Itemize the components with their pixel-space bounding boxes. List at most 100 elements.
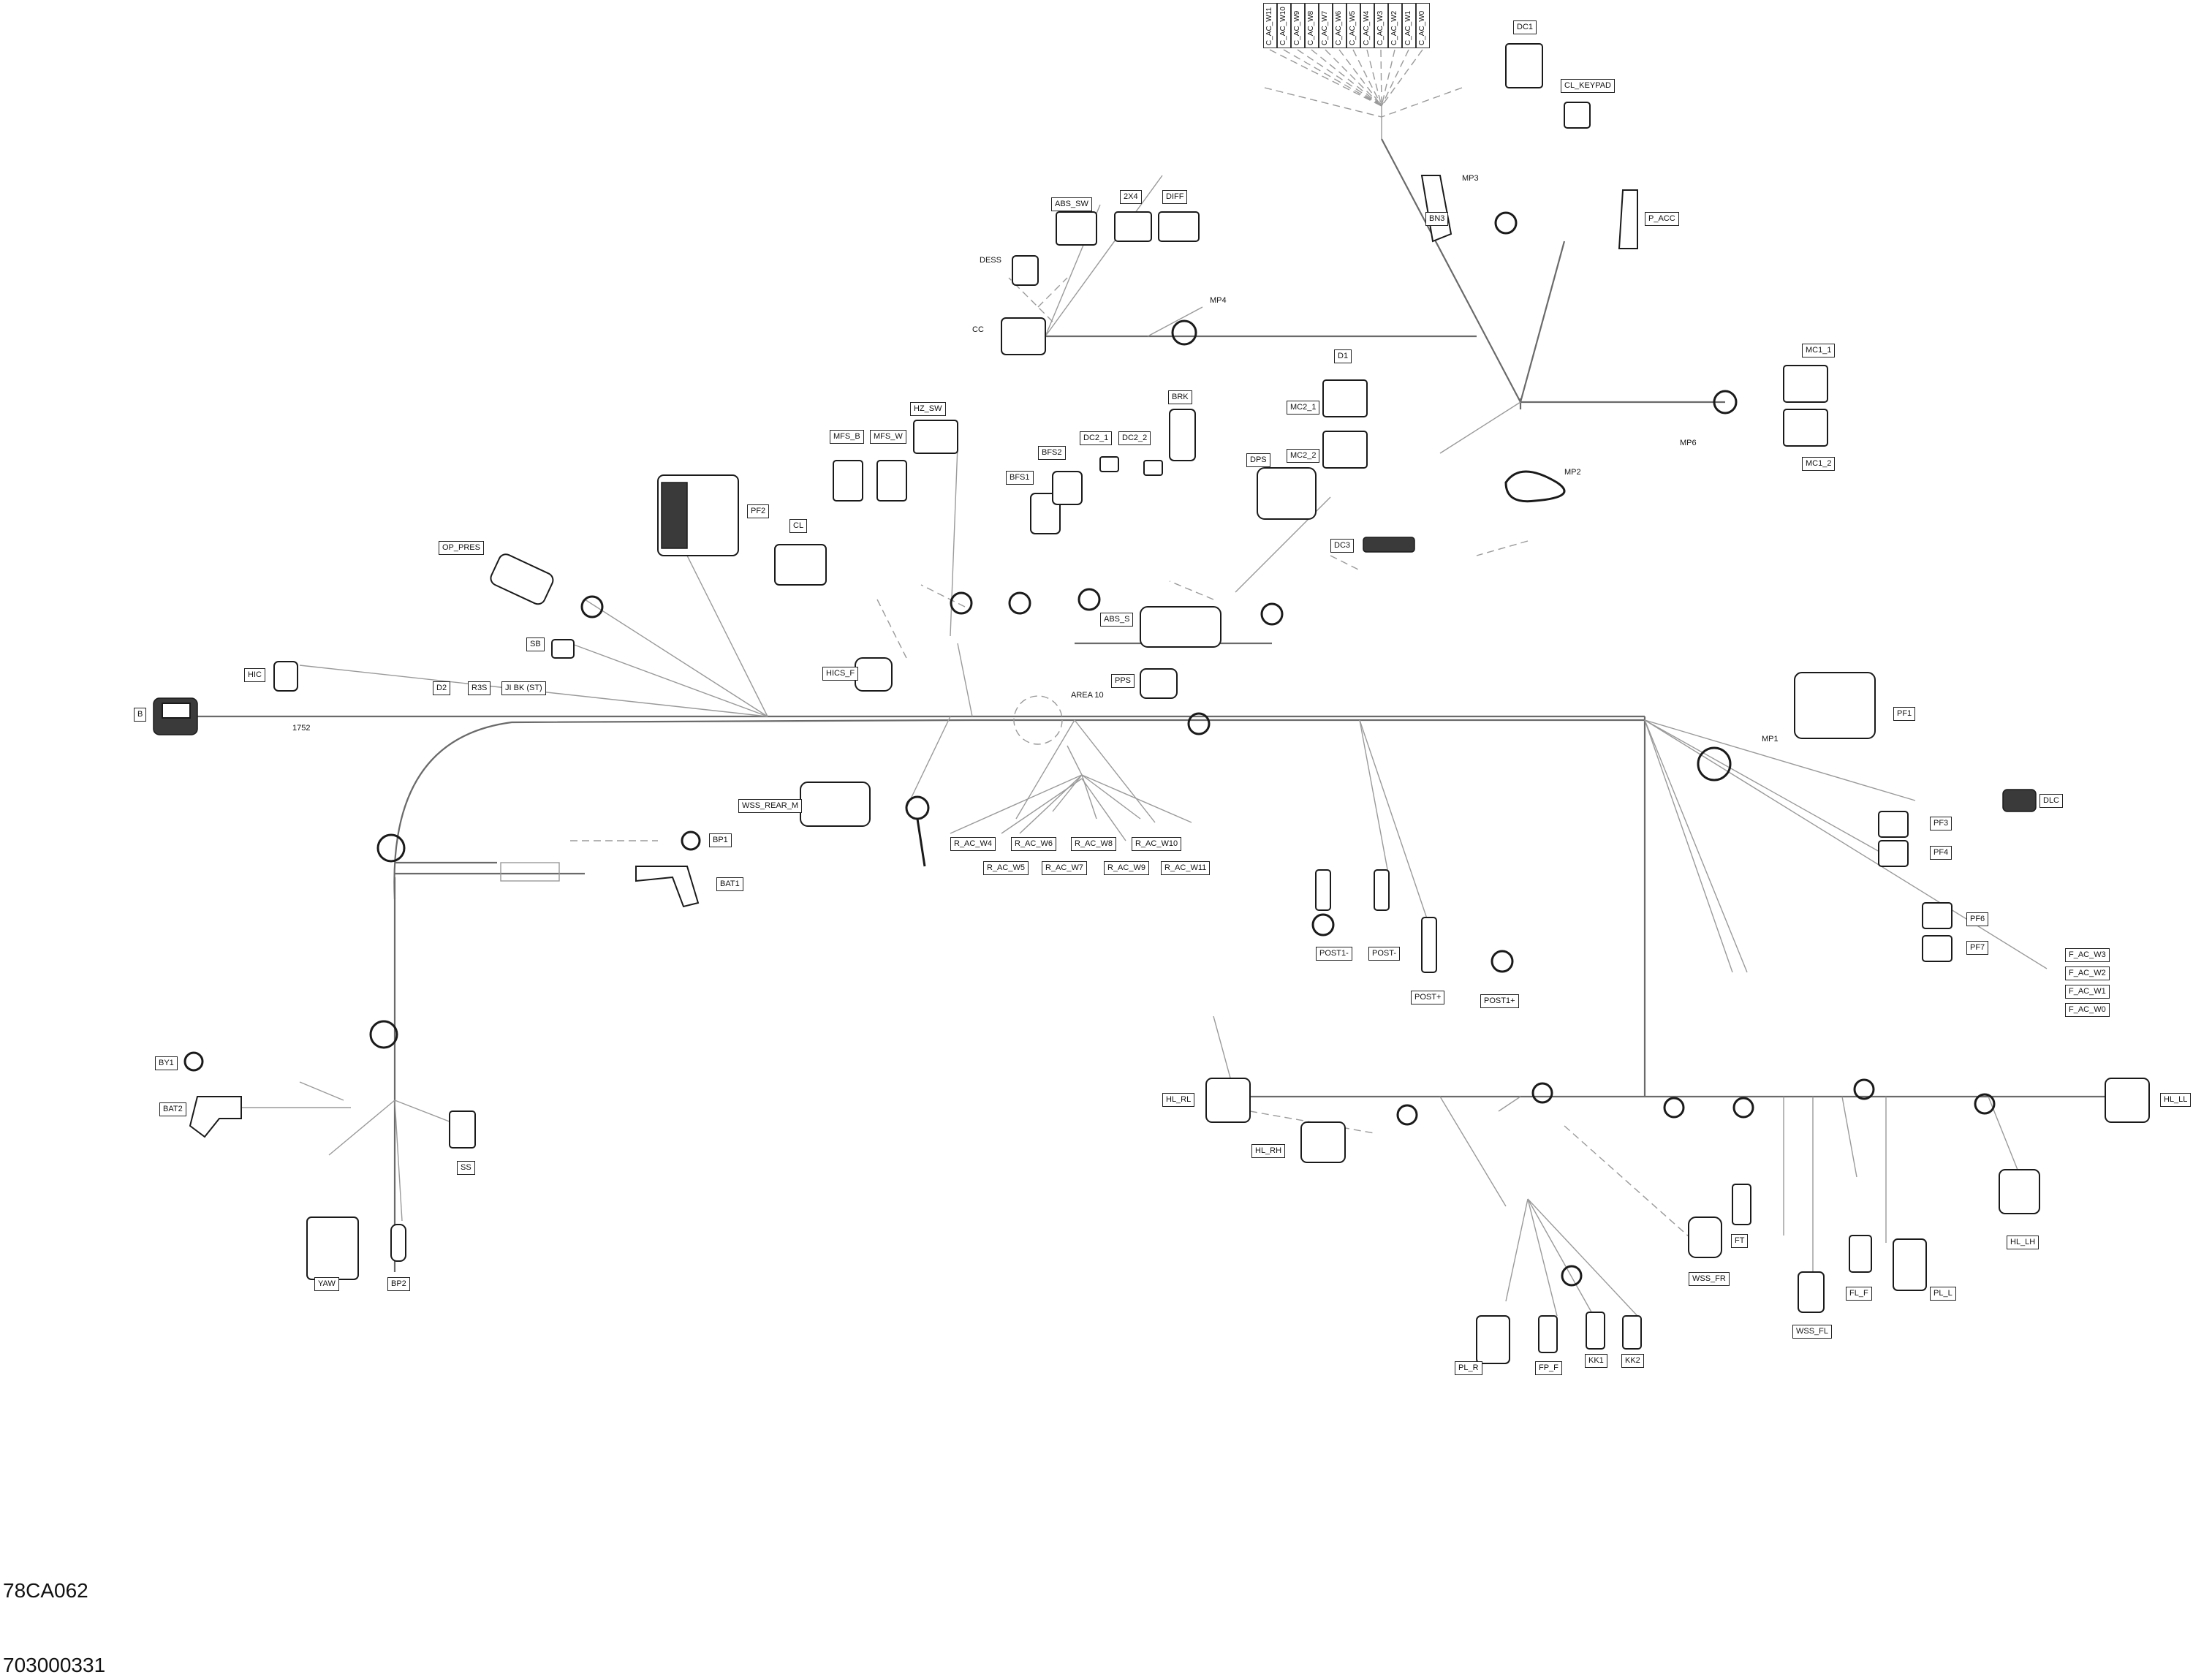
component-dlc xyxy=(2002,789,2037,812)
top-wire-label: C_AC_W9 xyxy=(1291,3,1305,48)
label-dc3: DC3 xyxy=(1330,539,1355,553)
label-d1: D1 xyxy=(1334,349,1352,363)
component-headlights xyxy=(1205,1078,2150,1214)
label-hl-rh: HL_RH xyxy=(1251,1144,1286,1158)
component-b xyxy=(153,697,198,735)
label-f-ac-w2: F_AC_W2 xyxy=(2065,966,2110,980)
label-mc1-1: MC1_1 xyxy=(1802,344,1836,357)
clips-front-trunk xyxy=(1396,1078,1996,1287)
label-f-ac-w3: F_AC_W3 xyxy=(2065,948,2110,962)
label-fp-f: FP_F xyxy=(1535,1361,1562,1375)
label-mc2-1: MC2_1 xyxy=(1287,401,1320,415)
label-mc2-2: MC2_2 xyxy=(1287,449,1320,463)
label-r-ac-w5: R_AC_W5 xyxy=(983,861,1029,875)
label-mp4: MP4 xyxy=(1210,296,1227,305)
component-dc3 xyxy=(1363,537,1415,553)
label-pf7: PF7 xyxy=(1966,941,1989,955)
label-op-pres: OP_PRES xyxy=(439,541,484,555)
component-bn3 xyxy=(1420,175,1452,243)
component-mp2 xyxy=(1504,470,1566,503)
top-label-leader xyxy=(1311,49,1382,107)
top-wire-label: C_AC_W4 xyxy=(1360,3,1374,48)
component-mfs-w xyxy=(876,460,907,502)
label-d2: D2 xyxy=(433,681,451,695)
label-2x4: 2X4 xyxy=(1120,190,1142,204)
leader-lines xyxy=(570,87,1697,1244)
label-pf1: PF1 xyxy=(1893,707,1916,721)
branch-wires xyxy=(241,102,2048,1317)
component-pps xyxy=(1140,668,1211,735)
component-bat2 xyxy=(189,1096,242,1138)
label-mp2: MP2 xyxy=(1564,468,1581,477)
label-ji-bk: JI BK (ST) xyxy=(501,681,546,695)
component-bp2 xyxy=(390,1224,406,1262)
label-cl: CL xyxy=(789,519,808,533)
label-dlc: DLC xyxy=(2039,794,2064,808)
top-label-leader xyxy=(1269,49,1382,107)
top-label-leader xyxy=(1338,49,1382,107)
label-bp1: BP1 xyxy=(709,833,732,847)
figure-id-top: 78CA062 xyxy=(3,1579,88,1602)
label-hl-ll: HL_LL xyxy=(2160,1093,2192,1107)
label-post1-minus: POST1- xyxy=(1316,947,1352,961)
component-pf3-pf4 xyxy=(1878,811,1909,867)
label-hl-rl: HL_RL xyxy=(1162,1093,1195,1107)
label-cl-keypad: CL_KEYPAD xyxy=(1561,79,1615,93)
label-pl-r: PL_R xyxy=(1455,1361,1482,1375)
component-wss-front xyxy=(1688,1217,1825,1313)
component-cl-keypad xyxy=(1494,102,1591,235)
top-label-leader xyxy=(1352,49,1382,107)
component-2x4 xyxy=(1114,211,1152,242)
label-r-ac-w6: R_AC_W6 xyxy=(1011,837,1056,851)
label-b: B xyxy=(134,708,147,722)
component-pf1 xyxy=(1697,672,1876,782)
label-by1: BY1 xyxy=(155,1056,178,1070)
component-pf6-pf7 xyxy=(1922,902,1953,962)
label-mp3: MP3 xyxy=(1462,174,1479,183)
label-f-ac-w0: F_AC_W0 xyxy=(2065,1003,2110,1017)
label-hz-sw: HZ_SW xyxy=(910,402,946,416)
label-area10: AREA 10 xyxy=(1071,691,1104,700)
label-p-acc: P_ACC xyxy=(1645,212,1679,226)
component-area10 xyxy=(1013,695,1063,745)
top-label-leader xyxy=(1283,49,1382,107)
label-pf4: PF4 xyxy=(1930,846,1953,860)
label-kk2: KK2 xyxy=(1621,1354,1644,1368)
top-label-leader xyxy=(1297,49,1382,107)
label-sb: SB xyxy=(526,637,545,651)
component-cc xyxy=(1001,317,1197,355)
label-diff: DIFF xyxy=(1162,190,1188,204)
label-pf3: PF3 xyxy=(1930,817,1953,830)
top-wire-label: C_AC_W3 xyxy=(1374,3,1388,48)
label-dc2-2: DC2_2 xyxy=(1118,431,1151,445)
label-dc2-1: DC2_1 xyxy=(1080,431,1113,445)
label-pf6: PF6 xyxy=(1966,912,1989,926)
label-ss: SS xyxy=(457,1161,475,1175)
label-post-plus: POST+ xyxy=(1411,991,1445,1004)
label-f-ac-w1: F_AC_W1 xyxy=(2065,985,2110,999)
component-wss-rear-m xyxy=(800,782,930,867)
label-mc1-2: MC1_2 xyxy=(1802,457,1836,471)
figure-id-bottom: 703000331 xyxy=(3,1654,106,1676)
label-dess: DESS xyxy=(980,256,1001,265)
label-r-ac-w8: R_AC_W8 xyxy=(1071,837,1116,851)
label-mp6: MP6 xyxy=(1680,439,1697,447)
component-hics-f xyxy=(855,657,893,692)
label-bn3: BN3 xyxy=(1425,212,1449,226)
component-diff xyxy=(1158,211,1200,242)
component-abs-sw xyxy=(1056,211,1097,246)
component-posts xyxy=(1311,869,1514,973)
component-bfs2 xyxy=(1052,471,1083,505)
component-front-misc xyxy=(1476,1184,1927,1364)
label-r-ac-w10: R_AC_W10 xyxy=(1132,837,1182,851)
top-label-leader xyxy=(1381,49,1395,107)
top-label-leader xyxy=(1325,49,1382,107)
label-post1-plus: POST1+ xyxy=(1480,994,1519,1008)
top-wire-label: C_AC_W6 xyxy=(1333,3,1347,48)
component-op-pres xyxy=(490,553,604,618)
label-wss-fr: WSS_FR xyxy=(1689,1272,1730,1286)
component-dps xyxy=(1257,467,1317,520)
label-dps: DPS xyxy=(1246,453,1270,467)
label-r3s: R3S xyxy=(468,681,491,695)
